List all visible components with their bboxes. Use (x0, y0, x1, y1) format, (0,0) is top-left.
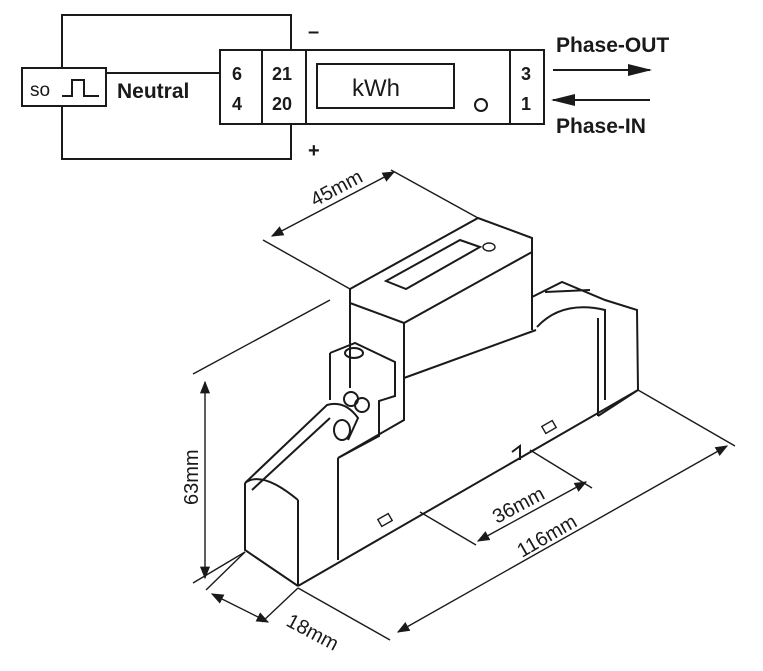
terminal-screw-top (344, 347, 364, 359)
right-module-top (544, 289, 591, 293)
ext-116-left (297, 587, 391, 641)
ext-36-right (529, 449, 593, 489)
ext-45-right (390, 169, 479, 219)
terminal-block (329, 341, 396, 459)
terminal-20: 20 (272, 94, 292, 114)
plus-sign: + (308, 140, 320, 162)
terminal-21: 21 (272, 64, 292, 84)
base-step (337, 378, 405, 459)
led-dot (482, 242, 496, 252)
top-wire (61, 14, 292, 68)
phase-out-label: Phase-OUT (556, 34, 669, 57)
left-module-inner (251, 417, 331, 491)
dim-36-label: 36mm (489, 483, 548, 529)
dim-18-label: 18mm (283, 610, 342, 656)
so-pulse-box (21, 67, 107, 107)
slot-2 (540, 419, 558, 435)
dim-45-label: 45mm (307, 166, 366, 212)
terminal-4: 4 (232, 94, 242, 114)
right-module-curve (536, 306, 606, 400)
terminal-1: 1 (521, 94, 531, 114)
so-label: so (30, 80, 50, 101)
left-module-curve (244, 402, 360, 484)
dim-63-label: 63mm (181, 449, 203, 505)
display-window (383, 238, 483, 291)
led-icon (474, 98, 488, 112)
ext-18-left (205, 551, 246, 591)
dim-116-label: 116mm (514, 511, 581, 563)
ext-63-top (192, 299, 331, 375)
kwh-label: kWh (352, 75, 400, 102)
ext-116-right (637, 389, 736, 447)
dim-18-line (210, 593, 270, 623)
neutral-label: Neutral (117, 80, 189, 103)
left-module-top-curve (244, 478, 299, 501)
dimensions: 45mm 63mm 18mm 116mm 36mm (181, 166, 736, 656)
terminal-6: 6 (232, 64, 242, 84)
slot-1 (376, 512, 394, 528)
screw-slot (333, 419, 351, 441)
phase-in-label: Phase-IN (556, 115, 646, 138)
left-module-front (244, 483, 299, 587)
base-bottom-edge (297, 389, 639, 587)
minus-sign: – (308, 21, 319, 43)
wiring-diagram: so Neutral 6 4 21 20 kWh 3 1 – + Phase-O… (21, 14, 669, 162)
dim-45-line (270, 171, 396, 237)
terminal-hole-2 (354, 397, 370, 413)
terminal-3: 3 (521, 64, 531, 84)
ext-45-left (262, 239, 351, 290)
ext-36-left (419, 511, 477, 546)
base-top-edge (403, 329, 537, 379)
display-box-top (349, 216, 533, 325)
bottom-wire (61, 106, 292, 160)
right-module-outline (531, 280, 640, 417)
pulse-icon (62, 79, 99, 97)
kwh-display (316, 63, 455, 109)
ext-63-bottom (192, 551, 246, 584)
dim-36-line (476, 481, 588, 542)
